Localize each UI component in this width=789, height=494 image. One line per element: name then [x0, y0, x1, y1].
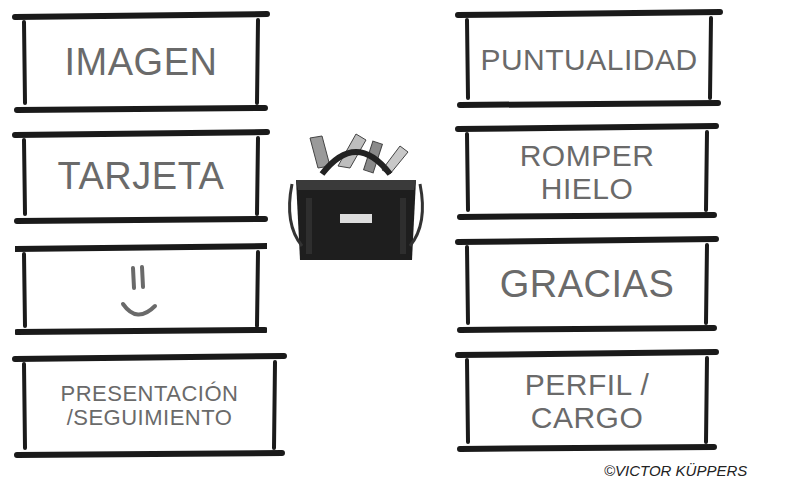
frame-stroke	[458, 352, 716, 355]
frame-stroke	[257, 20, 258, 103]
frame-stroke	[24, 22, 25, 103]
toolbox-illustration	[278, 128, 434, 270]
frame-stroke	[467, 247, 468, 323]
frame-stroke	[467, 360, 468, 442]
box-label: PUNTUALIDAD	[480, 43, 697, 76]
frame-stroke	[257, 138, 258, 214]
frame-stroke	[467, 134, 468, 210]
frame-stroke	[17, 453, 282, 455]
box-label: IMAGEN	[65, 42, 218, 84]
frame-stroke	[460, 103, 718, 105]
frame-stroke	[17, 108, 265, 110]
framed-box: ROMPER HIELO	[458, 122, 716, 222]
frame-stroke	[467, 20, 468, 98]
box-label: GRACIAS	[500, 264, 675, 306]
frame-stroke	[458, 126, 716, 129]
box-label: TARJETA	[58, 156, 225, 198]
box-label: PERFIL / CARGO	[487, 368, 687, 434]
frame-stroke	[458, 239, 716, 242]
frame-stroke	[460, 215, 714, 217]
frame-stroke	[274, 362, 275, 448]
framed-box: PERFIL / CARGO	[458, 348, 716, 454]
box-label: ROMPER HIELO	[487, 139, 687, 205]
frame-stroke	[460, 328, 714, 330]
frame-stroke	[706, 132, 707, 210]
framed-box: TARJETA	[15, 128, 267, 226]
smiley-box	[15, 242, 267, 337]
frame-stroke	[17, 219, 265, 221]
frame-stroke	[15, 132, 267, 135]
frame-stroke	[24, 364, 25, 448]
frame-stroke	[15, 14, 267, 17]
frame-stroke	[15, 356, 284, 359]
framed-box: PUNTUALIDAD	[458, 8, 720, 110]
framed-box: IMAGEN	[15, 10, 267, 115]
frame-stroke	[706, 245, 707, 323]
frame-stroke	[24, 140, 25, 214]
box-label: PRESENTACIÓN /SEGUIMIENTO	[37, 382, 262, 430]
frame-stroke	[706, 358, 707, 442]
framed-box: PRESENTACIÓN /SEGUIMIENTO	[15, 352, 284, 460]
frame-stroke	[460, 447, 714, 449]
frame-stroke	[710, 18, 711, 98]
frame-stroke	[458, 12, 720, 15]
framed-box: GRACIAS	[458, 235, 716, 335]
copyright-note: ©VICTOR KÜPPERS	[604, 462, 747, 479]
